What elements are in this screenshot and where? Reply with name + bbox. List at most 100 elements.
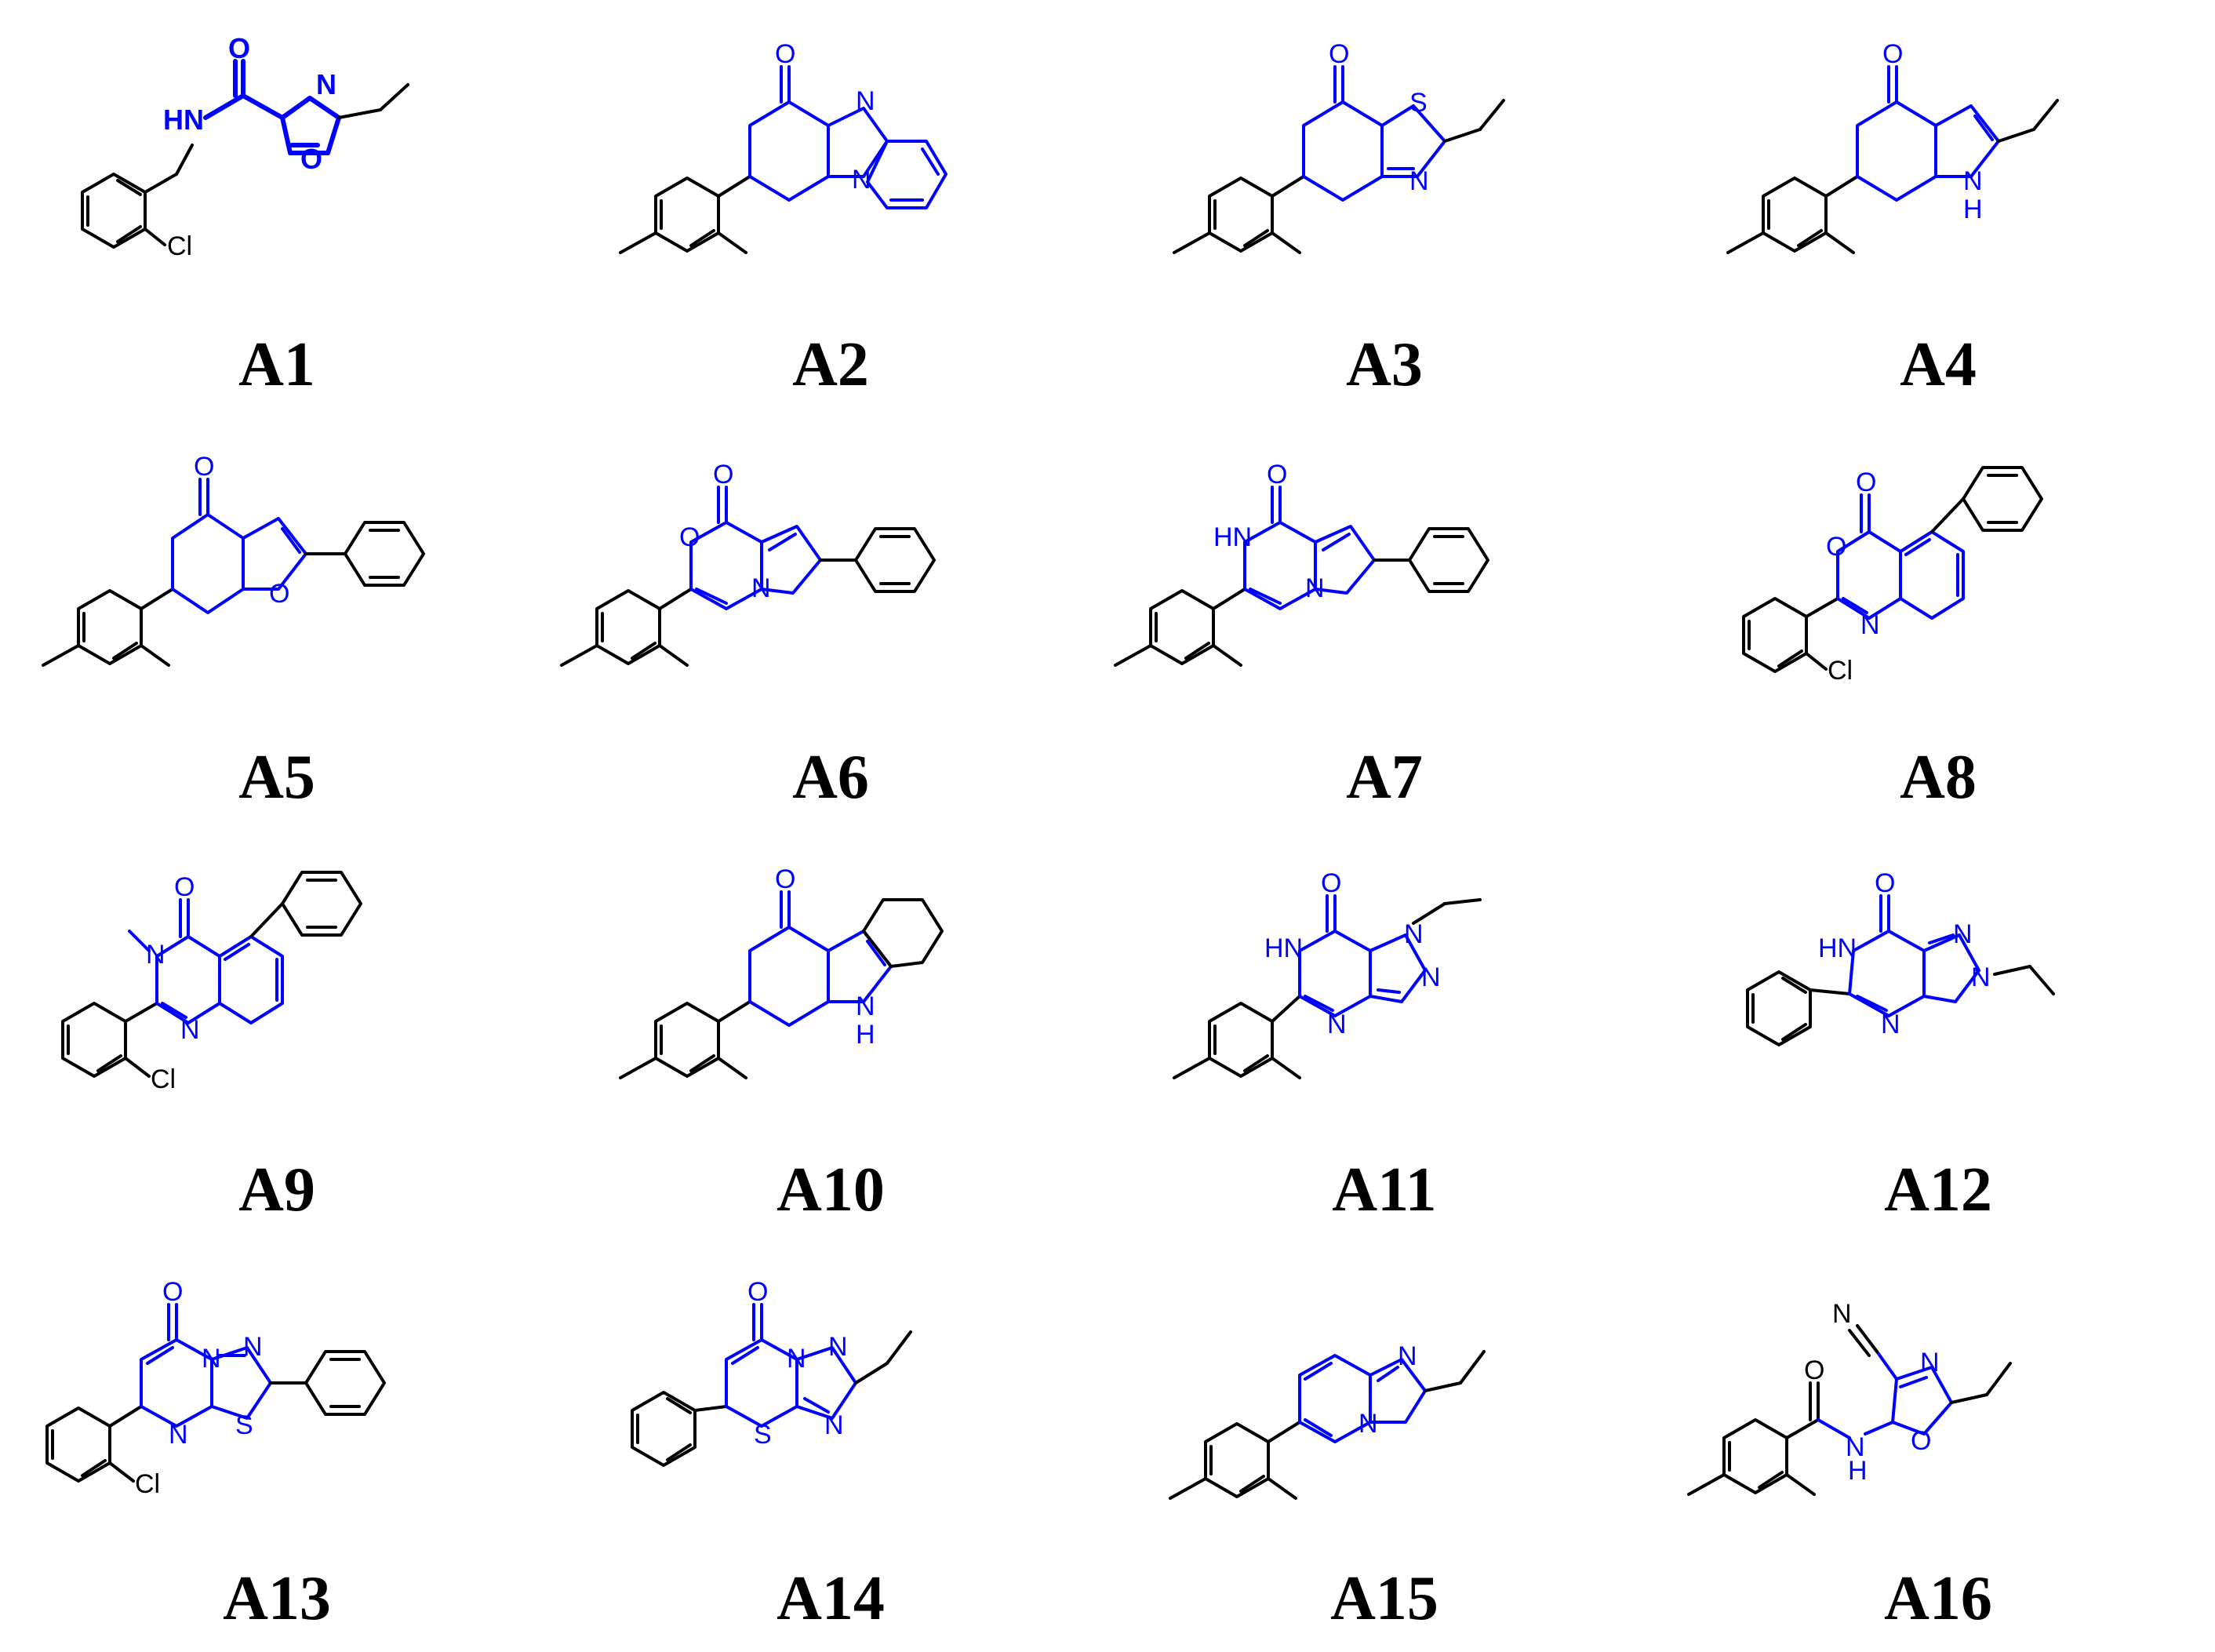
atom-label: H bbox=[1963, 195, 1983, 224]
structure-a3: O S N bbox=[1173, 39, 1505, 254]
compound-a9: Cl O N N A9 bbox=[0, 825, 554, 1238]
structure-a2: O N N bbox=[619, 39, 947, 254]
atom-label: O bbox=[174, 872, 195, 902]
structure-a13: Cl O N N N S bbox=[45, 1277, 386, 1499]
structure-a16: O N H N O N bbox=[1687, 1299, 2012, 1496]
atom-label: N bbox=[316, 68, 336, 100]
compound-label: A10 bbox=[777, 1155, 885, 1224]
atom-label: N bbox=[856, 86, 875, 116]
atom-label: O bbox=[1826, 532, 1846, 562]
structure-a1: Cl HN O N O bbox=[81, 32, 409, 261]
atom-label: Cl bbox=[1828, 656, 1853, 686]
atom-label: N bbox=[243, 1332, 263, 1362]
compound-label: A6 bbox=[792, 743, 869, 812]
atom-label: S bbox=[235, 1410, 253, 1440]
compound-a7: O HN N A7 bbox=[1108, 413, 1661, 825]
compound-label: A8 bbox=[1900, 743, 1977, 812]
atom-label: HN bbox=[1818, 933, 1857, 963]
atom-label: O bbox=[1856, 468, 1876, 497]
atom-label: N bbox=[169, 1420, 188, 1450]
compound-a10: O N H A10 bbox=[554, 825, 1108, 1238]
compound-a13: Cl O N N N S A13 bbox=[0, 1238, 554, 1650]
atom-label: HN bbox=[1213, 522, 1252, 552]
structure-a7: O HN N bbox=[1114, 460, 1489, 667]
compound-label: A5 bbox=[238, 743, 315, 812]
atom-label: S bbox=[1409, 88, 1428, 118]
atom-label: O bbox=[775, 864, 795, 894]
atom-label: O bbox=[775, 39, 795, 69]
atom-label: H bbox=[1848, 1456, 1868, 1486]
atom-label: Cl bbox=[167, 231, 192, 261]
compound-label: A4 bbox=[1900, 330, 1977, 399]
atom-label: N bbox=[1881, 1010, 1900, 1039]
structure-a11: O HN N N N bbox=[1173, 868, 1482, 1079]
atom-label: N bbox=[1920, 1348, 1940, 1377]
compound-label: A16 bbox=[1884, 1564, 1992, 1633]
atom-label: O bbox=[228, 32, 250, 64]
structure-a12: O HN N N N bbox=[1746, 868, 2055, 1046]
atom-label: Cl bbox=[135, 1469, 160, 1499]
compound-a12: O HN N N N A12 bbox=[1661, 825, 2215, 1238]
atom-label: H bbox=[856, 1020, 875, 1050]
atom-label: N bbox=[1409, 166, 1429, 196]
compound-a11: O HN N N N A11 bbox=[1108, 825, 1661, 1238]
atom-label: O bbox=[1329, 39, 1349, 69]
compound-a5: O O A5 bbox=[0, 413, 554, 825]
compound-label: A3 bbox=[1346, 330, 1423, 399]
atom-label: N bbox=[1832, 1299, 1852, 1329]
atom-label: N bbox=[146, 940, 165, 970]
structure-a10: O N H bbox=[619, 864, 944, 1079]
structure-a5: O O bbox=[42, 452, 425, 667]
compound-label: A7 bbox=[1346, 743, 1423, 812]
atom-label: O bbox=[1321, 868, 1341, 898]
compound-a4: O N H A4 bbox=[1661, 0, 2215, 413]
compound-a15: N N A15 bbox=[1108, 1238, 1661, 1650]
compound-label: A13 bbox=[223, 1564, 331, 1633]
atom-label: N bbox=[1963, 166, 1983, 196]
compound-label: A12 bbox=[1884, 1155, 1992, 1224]
compound-a16: O N H N O N A16 bbox=[1661, 1238, 2215, 1650]
atom-label: N bbox=[1398, 1341, 1417, 1371]
atom-label: O bbox=[1804, 1355, 1824, 1385]
atom-label: HN bbox=[1264, 933, 1303, 963]
atom-label: N bbox=[180, 1015, 200, 1045]
atom-label: O bbox=[747, 1277, 768, 1307]
atom-label: O bbox=[1875, 868, 1895, 898]
atom-label: N bbox=[1327, 1010, 1347, 1039]
structure-a4: O N H bbox=[1726, 39, 2059, 254]
compound-label: A14 bbox=[777, 1564, 885, 1633]
atom-label: N bbox=[856, 992, 875, 1021]
compound-a3: O S N A3 bbox=[1108, 0, 1661, 413]
atom-label: N bbox=[1971, 962, 1991, 992]
atom-label: N bbox=[824, 1410, 844, 1440]
compound-a8: Cl O O N A8 bbox=[1661, 413, 2215, 825]
atom-label: O bbox=[1882, 39, 1903, 69]
structure-a15: N N bbox=[1169, 1341, 1486, 1500]
atom-label: N bbox=[1953, 919, 1973, 949]
structure-a14: O N S N N bbox=[631, 1277, 912, 1467]
atom-label: O bbox=[679, 522, 700, 552]
atom-label: N bbox=[828, 1332, 848, 1362]
atom-label: S bbox=[754, 1420, 772, 1450]
atom-label: Cl bbox=[151, 1064, 176, 1094]
compound-label: A15 bbox=[1330, 1564, 1438, 1633]
structure-a9: Cl O N N bbox=[61, 871, 362, 1094]
atom-label: HN bbox=[163, 104, 204, 136]
compound-a14: O N S N N A14 bbox=[554, 1238, 1108, 1650]
compound-label: A11 bbox=[1332, 1155, 1437, 1224]
atom-label: O bbox=[194, 452, 214, 482]
compound-label: A1 bbox=[238, 330, 315, 399]
atom-label: N bbox=[1860, 610, 1880, 640]
structure-a6: O O N bbox=[560, 460, 936, 667]
compound-a2: O N N A2 bbox=[554, 0, 1108, 413]
atom-label: O bbox=[713, 460, 733, 489]
atom-label: O bbox=[1911, 1426, 1931, 1456]
atom-label: O bbox=[162, 1277, 183, 1307]
atom-label: O bbox=[269, 579, 289, 609]
atom-label: O bbox=[1267, 460, 1287, 489]
compound-a1: Cl HN O N O A1 bbox=[0, 0, 554, 413]
compound-a6: O O N A6 bbox=[554, 413, 1108, 825]
atom-label: N bbox=[1421, 962, 1441, 992]
structure-a8: Cl O O N bbox=[1742, 466, 2043, 686]
